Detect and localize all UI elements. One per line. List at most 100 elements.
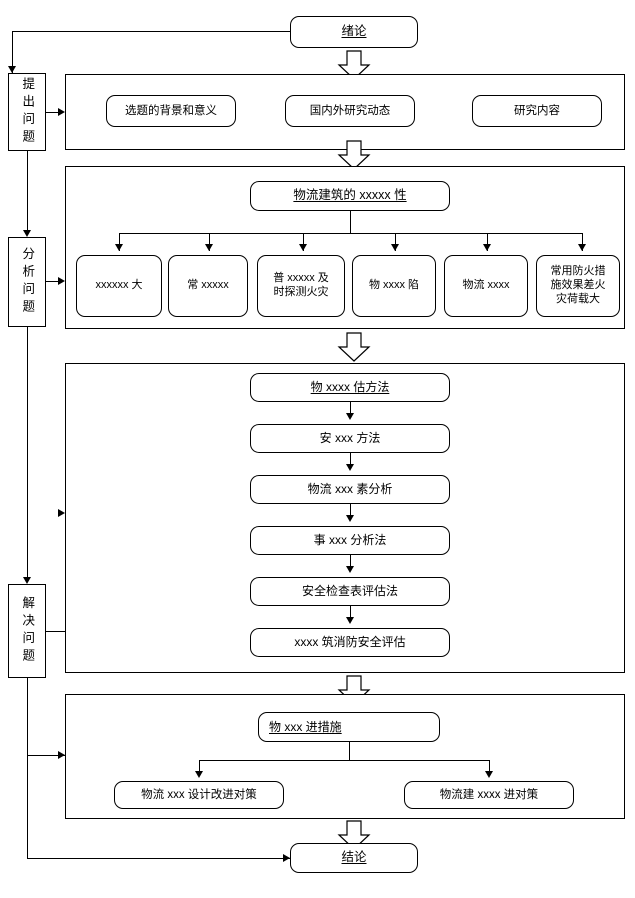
arrowhead-s2-box-3 — [298, 244, 307, 251]
node-s4-box-1[interactable]: 物流 xxx 设计改进对策 — [114, 781, 284, 809]
node-s2-header[interactable]: 物流建筑的 xxxxx 性 — [250, 181, 450, 211]
node-s3-box-1[interactable]: 物 xxxx 估方法 — [250, 373, 450, 402]
node-s2-box-1[interactable]: xxxxxx 大 — [76, 255, 162, 317]
connector-s2-drop-5 — [487, 233, 488, 251]
stage-analyze[interactable]: 分析问题 — [8, 237, 46, 327]
arrowhead-s2-box-5 — [482, 244, 491, 251]
node-s1-box-1[interactable]: 选题的背景和意义 — [106, 95, 236, 127]
arrowhead-s2-box-2 — [204, 244, 213, 251]
stage-solve[interactable]: 解决问题 — [8, 584, 46, 678]
node-s3-box-6-label: xxxx 筑消防安全评估 — [294, 635, 406, 649]
arrowhead-s2-box-4 — [390, 244, 399, 251]
node-s4-box-2[interactable]: 物流建 xxxx 进对策 — [404, 781, 574, 809]
node-s3-box-6[interactable]: xxxx 筑消防安全评估 — [250, 628, 450, 657]
stage-raise[interactable]: 提出问题 — [8, 73, 46, 151]
node-s1-box-3[interactable]: 研究内容 — [472, 95, 602, 127]
block-arrow-s4-to-conclusion — [337, 820, 371, 850]
node-s1-box-1-label: 选题的背景和意义 — [125, 104, 217, 117]
node-s2-box-6-label: 常用防火措 施效果差火 灾荷载大 — [550, 265, 606, 305]
arrowhead-raise — [7, 66, 16, 73]
connector-s2-drop-1 — [119, 233, 120, 251]
node-s2-box-4[interactable]: 物 xxxx 陷 — [352, 255, 436, 317]
node-s1-box-2-label: 国内外研究动态 — [309, 104, 391, 117]
node-s4-box-1-label: 物流 xxx 设计改进对策 — [141, 788, 257, 801]
section-3-group — [65, 363, 625, 673]
arrowhead-s3-box-2 — [345, 413, 354, 420]
node-s2-header-label: 物流建筑的 xxxxx 性 — [293, 188, 407, 203]
node-s3-box-5[interactable]: 安全检查表评估法 — [250, 577, 450, 606]
connector-solve-to-conclusion — [27, 858, 290, 859]
connector-s2-drop-2 — [209, 233, 210, 251]
block-arrow-s1-to-s2 — [337, 140, 371, 170]
arrowhead-solve — [22, 577, 31, 584]
node-s4-header-label: 物 xxx 进措施 — [269, 719, 342, 734]
node-s3-box-4-label: 事 xxx 分析法 — [313, 533, 387, 547]
stage-raise-label: 提出问题 — [20, 77, 35, 147]
node-s3-box-3[interactable]: 物流 xxx 素分析 — [250, 475, 450, 504]
arrowhead-s3-box-6 — [345, 617, 354, 624]
arrowhead-s4-box-2 — [484, 771, 493, 778]
node-s2-box-3[interactable]: 普 xxxxx 及 时探测火灾 — [257, 255, 345, 317]
arrowhead-s4-box-1 — [194, 771, 203, 778]
connector-s4-drop-right — [489, 760, 490, 774]
block-arrow-intro-to-s1 — [337, 50, 371, 80]
node-s2-box-6[interactable]: 常用防火措 施效果差火 灾荷载大 — [536, 255, 620, 317]
connector-solve-out — [46, 631, 65, 632]
arrowhead-s3-box-4 — [345, 515, 354, 522]
node-s4-header[interactable]: 物 xxx 进措施 — [258, 712, 440, 742]
connector-intro-to-left — [12, 31, 290, 32]
node-s2-box-5[interactable]: 物流 xxxx — [444, 255, 528, 317]
connector-raise-to-analyze — [27, 151, 28, 231]
node-s3-box-3-label: 物流 xxx 素分析 — [307, 482, 393, 496]
node-s3-box-2[interactable]: 安 xxx 方法 — [250, 424, 450, 453]
connector-analyze-to-solve — [27, 327, 28, 577]
stage-solve-label: 解决问题 — [20, 596, 35, 666]
connector-s3-2-3 — [350, 453, 351, 469]
arrowhead-s4 — [58, 750, 65, 759]
node-conclusion-label: 结论 — [341, 850, 367, 865]
node-s2-box-3-label: 普 xxxxx 及 时探测火灾 — [273, 272, 329, 298]
node-s2-box-4-label: 物 xxxx 陷 — [368, 279, 420, 292]
node-s2-box-1-label: xxxxxx 大 — [95, 279, 143, 292]
node-intro[interactable]: 绪论 — [290, 16, 418, 48]
arrowhead-s3-box-3 — [345, 464, 354, 471]
connector-raise-to-s1 — [46, 112, 60, 113]
arrowhead-analyze — [22, 230, 31, 237]
node-s3-box-4[interactable]: 事 xxx 分析法 — [250, 526, 450, 555]
connector-solve-to-s4 — [27, 755, 65, 756]
connector-solve-down — [27, 678, 28, 858]
arrowhead-conclusion — [283, 853, 290, 862]
arrowhead-s3-box-5 — [345, 566, 354, 573]
connector-s2-drop-4 — [395, 233, 396, 251]
arrowhead-s2 — [58, 276, 65, 285]
node-intro-label: 绪论 — [341, 24, 367, 39]
arrowhead-s2-box-6 — [577, 244, 586, 251]
connector-s4-drop-left — [199, 760, 200, 774]
connector-s3-4-5 — [350, 555, 351, 571]
arrowhead-s2-box-1 — [114, 244, 123, 251]
node-s4-box-2-label: 物流建 xxxx 进对策 — [439, 788, 539, 801]
connector-s2-bus — [119, 233, 582, 234]
node-s3-box-1-label: 物 xxxx 估方法 — [310, 380, 390, 394]
connector-s2-header-stem — [350, 211, 351, 233]
node-conclusion[interactable]: 结论 — [290, 843, 418, 873]
connector-s2-drop-6 — [582, 233, 583, 251]
node-s3-box-5-label: 安全检查表评估法 — [301, 584, 398, 598]
block-arrow-s2-to-s3 — [337, 332, 371, 362]
node-s2-box-2-label: 常 xxxxx — [187, 279, 229, 292]
arrowhead-s1 — [58, 107, 65, 116]
connector-left-down-raise — [12, 31, 13, 73]
node-s3-box-2-label: 安 xxx 方法 — [319, 431, 381, 445]
node-s2-box-2[interactable]: 常 xxxxx — [168, 255, 248, 317]
arrowhead-s3 — [58, 508, 65, 517]
connector-analyze-to-s2 — [46, 281, 60, 282]
stage-analyze-label: 分析问题 — [20, 247, 35, 317]
connector-s3-3-4 — [350, 504, 351, 520]
node-s1-box-3-label: 研究内容 — [514, 104, 560, 117]
connector-s4-header-stem — [349, 742, 350, 760]
connector-s4-bus — [199, 760, 489, 761]
connector-s3-1-2 — [350, 402, 351, 418]
node-s1-box-2[interactable]: 国内外研究动态 — [285, 95, 415, 127]
node-s2-box-5-label: 物流 xxxx — [462, 279, 510, 292]
